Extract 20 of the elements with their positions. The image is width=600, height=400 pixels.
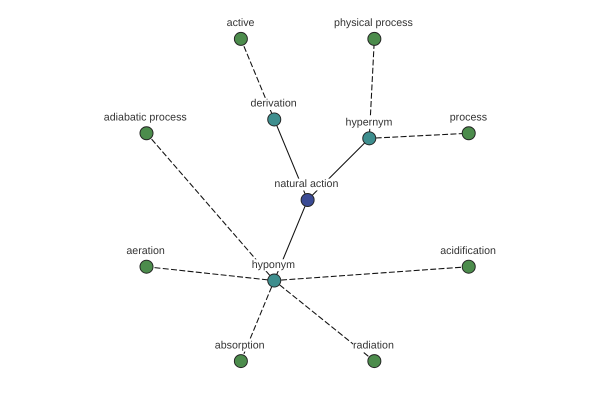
node-label: active [226, 17, 254, 30]
node-circle [461, 126, 476, 140]
connector [368, 46, 374, 132]
node-circle [366, 32, 381, 46]
node-circle [139, 260, 153, 274]
connector [280, 266, 462, 281]
connector [375, 133, 462, 139]
node-circle [139, 126, 153, 140]
node-label: aeration [126, 244, 164, 257]
node-label: physical process [334, 17, 412, 30]
connector [242, 44, 272, 114]
node-circle [461, 260, 476, 274]
connector [242, 286, 272, 356]
node-label: process [449, 111, 487, 124]
connector [278, 284, 369, 358]
node-label: acidification [440, 244, 496, 257]
node-circle [233, 32, 248, 46]
connector [150, 138, 270, 276]
node-label: adiabatic process [103, 111, 186, 124]
connector [152, 266, 268, 280]
